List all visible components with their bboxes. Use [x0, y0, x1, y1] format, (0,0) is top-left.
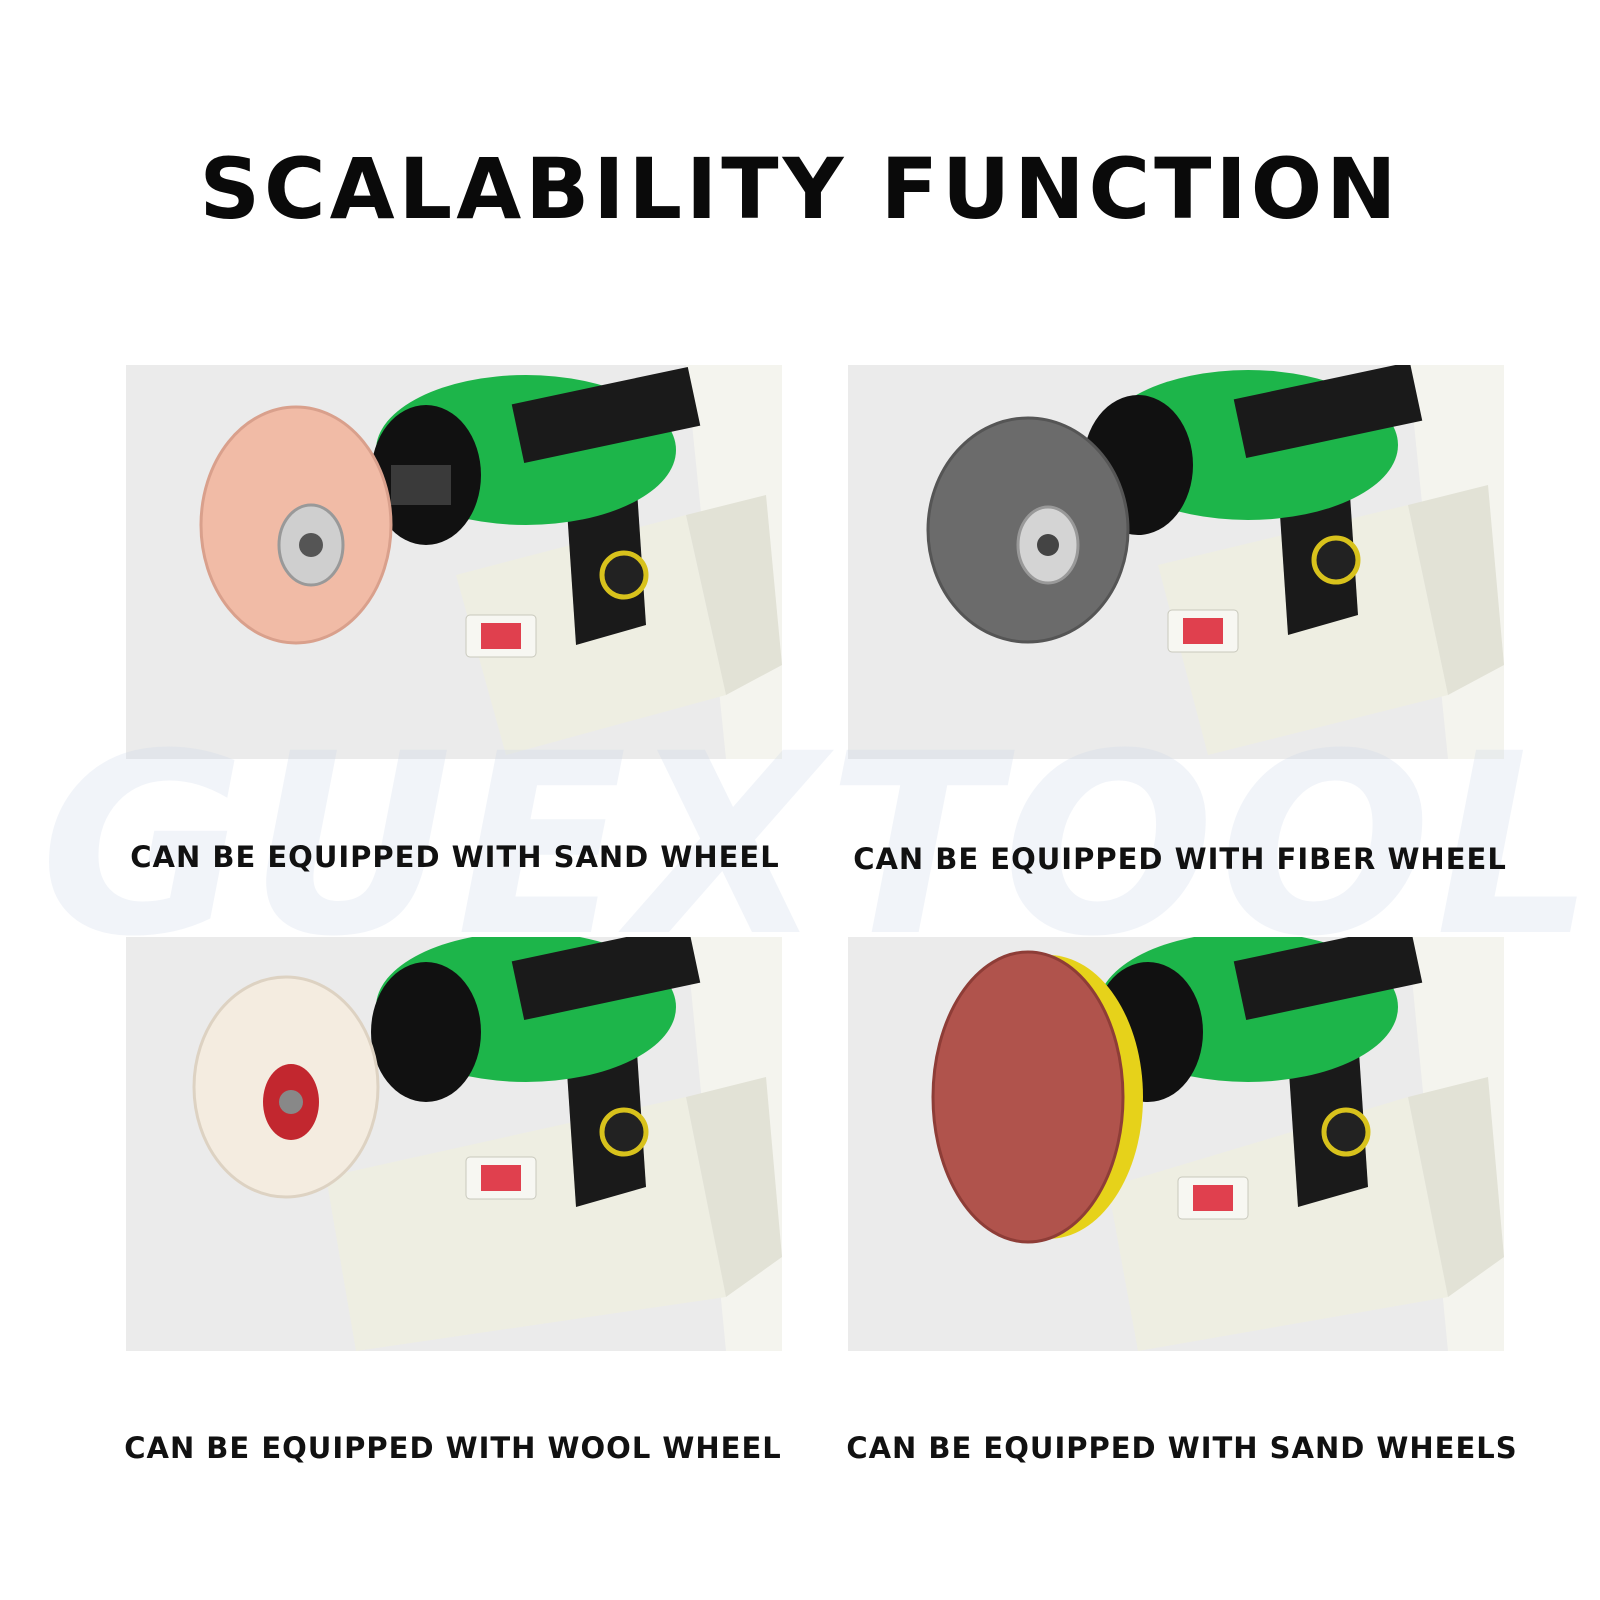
page-title: SCALABILITY FUNCTION: [199, 140, 1401, 238]
caption-sand-wheel: CAN BE EQUIPPED WITH SAND WHEEL: [130, 840, 780, 874]
power-switch-icon: [481, 1165, 521, 1191]
product-photo-fiber-wheel: [848, 365, 1504, 759]
power-switch-icon: [481, 623, 521, 649]
caption-wool-wheel: CAN BE EQUIPPED WITH WOOL WHEEL: [124, 1431, 782, 1465]
product-photo-wool-wheel: [126, 937, 782, 1351]
product-photo-sanding-disc: [848, 937, 1504, 1351]
product-photo-sand-wheel: [126, 365, 782, 759]
caption-fiber-wheel: CAN BE EQUIPPED WITH FIBER WHEEL: [853, 842, 1507, 876]
power-switch-icon: [1183, 618, 1223, 644]
power-switch-icon: [1193, 1185, 1233, 1211]
caption-sanding-disc: CAN BE EQUIPPED WITH SAND WHEELS: [846, 1431, 1518, 1465]
sanding-disc-icon: [931, 950, 1125, 1244]
